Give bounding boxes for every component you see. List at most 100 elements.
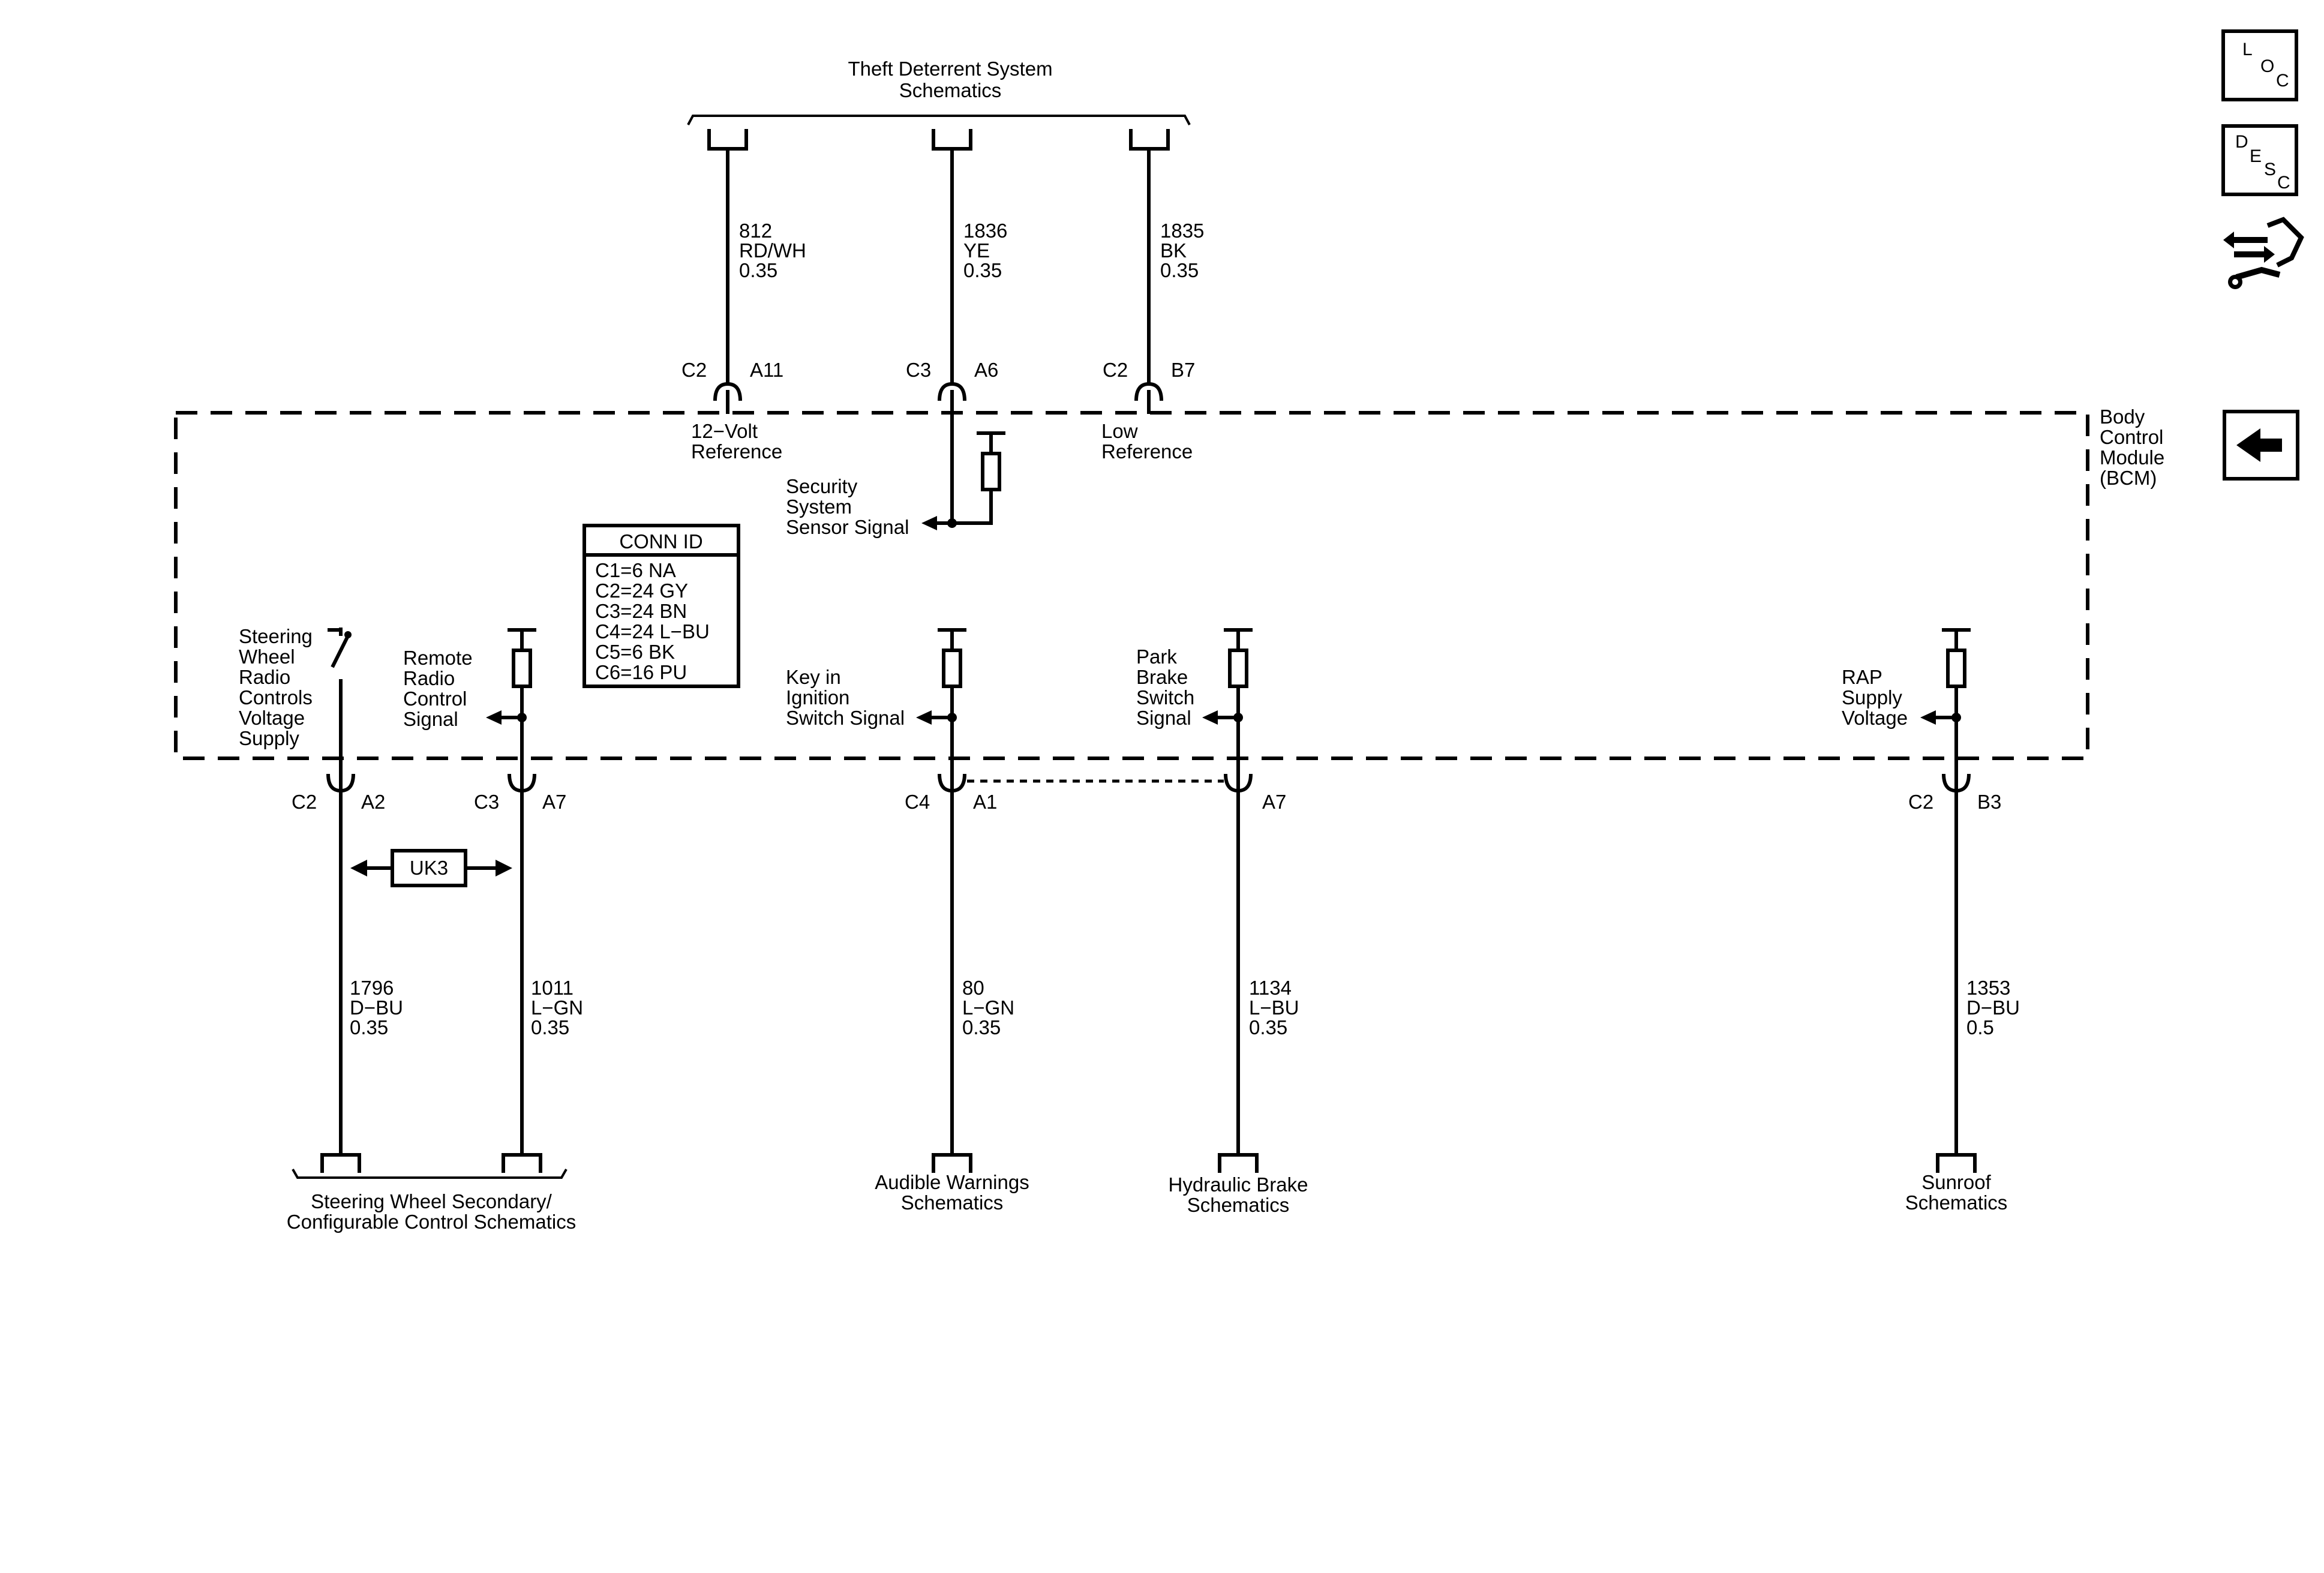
park-brake-switch-circuit: Park Brake Switch Signal <box>1136 628 1253 774</box>
bottom-wire-80: C4 A1 80 L−GN 0.35 <box>905 773 1014 1173</box>
bottom-wire-1134: A7 1134 L−BU 0.35 <box>1218 773 1299 1173</box>
conn-id-row: C6=16 PU <box>595 661 687 683</box>
desc-letter-s: S <box>2264 160 2276 179</box>
wire-gauge: 0.35 <box>962 1016 1001 1038</box>
circuit-number: 1796 <box>350 977 394 999</box>
conn-id-row: C2=24 GY <box>595 580 688 602</box>
destination-sunroof: Sunroof Schematics <box>1905 1171 2008 1214</box>
junction-dot <box>947 518 957 528</box>
junction-dot <box>1951 713 1961 722</box>
theft-deterrent-header: Theft Deterrent System Schematics <box>687 58 1191 151</box>
theft-terminal-2 <box>932 129 972 151</box>
wire-color: D−BU <box>1966 996 2020 1019</box>
back-arrow-icon <box>2236 428 2282 462</box>
desc-letter-d: D <box>2235 132 2248 152</box>
security-sensor-circuit: Security System Sensor Signal <box>786 431 1005 538</box>
function-label-2: Reference <box>1101 440 1193 463</box>
module-label-1: Body <box>2100 406 2145 428</box>
theft-title-line-2: Schematics <box>899 79 1002 101</box>
remote-radio-control-circuit: Remote Radio Control Signal <box>403 628 536 774</box>
signal-label-3: Switch <box>1136 686 1194 709</box>
conn-id-row: C1=6 NA <box>595 559 676 581</box>
conn-id-title: CONN ID <box>619 530 702 553</box>
destination-bracket <box>292 1169 568 1179</box>
destination-label-1: Steering Wheel Secondary/ <box>311 1190 553 1212</box>
loc-button-frame <box>2221 29 2298 101</box>
signal-label-1: Remote <box>403 647 473 669</box>
module-label-2: Control <box>2100 426 2163 448</box>
function-label-1: 12−Volt <box>691 420 758 442</box>
destination-steering-wheel: Steering Wheel Secondary/ Configurable C… <box>287 1169 576 1233</box>
conn-id-row: C5=6 BK <box>595 641 675 663</box>
loc-button[interactable]: L O C <box>2221 29 2298 101</box>
signal-label-3: Radio <box>239 666 290 688</box>
pin-id: A7 <box>542 791 566 813</box>
terminal <box>320 1153 361 1173</box>
bcm-label: Body Control Module (BCM) <box>2100 406 2164 489</box>
signal-label-3: Switch Signal <box>786 707 905 729</box>
desc-button-frame <box>2221 124 2298 196</box>
pullup-resistor <box>1228 649 1248 688</box>
function-label-2: Reference <box>691 440 782 463</box>
desc-letter-e: E <box>2250 146 2262 166</box>
signal-label-4: Signal <box>1136 707 1191 729</box>
rap-supply-voltage-circuit: RAP Supply Voltage <box>1842 628 1971 774</box>
theft-terminal-1 <box>707 129 748 151</box>
conn-id-table: CONN ID C1=6 NA C2=24 GY C3=24 BN C4=24 … <box>582 524 740 688</box>
wire-color: RD/WH <box>739 239 806 262</box>
sensor-signal-line <box>937 490 993 525</box>
signal-label-3: Voltage <box>1842 707 1908 729</box>
signal-label-6: Supply <box>239 727 299 749</box>
pin-id: A2 <box>361 791 385 813</box>
connector-tools-button[interactable] <box>2223 217 2304 289</box>
wire-gauge: 0.35 <box>1249 1016 1287 1038</box>
circuit-number: 1836 <box>963 220 1007 242</box>
desc-button[interactable]: D E S C <box>2221 124 2298 196</box>
theft-title-line-1: Theft Deterrent System <box>848 58 1052 80</box>
circuit-number: 1835 <box>1160 220 1204 242</box>
bcm-module-boundary <box>174 411 2089 760</box>
wire-color: L−BU <box>1249 996 1299 1019</box>
signal-label-3: Control <box>403 688 467 710</box>
signal-label-4: Signal <box>403 708 458 730</box>
theft-terminal-3 <box>1129 129 1170 151</box>
terminal <box>1218 1153 1259 1173</box>
destination-label-1: Hydraulic Brake <box>1169 1173 1308 1196</box>
signal-label-1: Key in <box>786 666 841 688</box>
wire-gauge: 0.5 <box>1966 1016 1994 1038</box>
pullup-resistor <box>981 452 1001 491</box>
wire-gauge: 0.35 <box>350 1016 388 1038</box>
signal-label-2: Ignition <box>786 686 849 709</box>
destination-label-1: Sunroof <box>1921 1171 1991 1193</box>
pin-id: A7 <box>1262 791 1286 813</box>
signal-arrow <box>921 516 937 530</box>
connector-id: C3 <box>906 359 931 381</box>
uk3-splice: UK3 <box>350 849 512 887</box>
connector-id: C2 <box>1908 791 1933 813</box>
connector-symbol <box>713 382 742 401</box>
destination-label-2: Configurable Control Schematics <box>287 1211 576 1233</box>
connector-id: C4 <box>905 791 930 813</box>
signal-label-2: Wheel <box>239 646 295 668</box>
signal-label-1: RAP <box>1842 666 1882 688</box>
function-label-1: Low <box>1101 420 1138 442</box>
loc-letter-l: L <box>2242 40 2253 59</box>
back-button[interactable] <box>2223 410 2299 481</box>
uk3-right-arrow <box>496 860 512 876</box>
signal-arrow <box>916 710 932 725</box>
signal-label-1: Park <box>1136 646 1177 668</box>
wire-color: YE <box>963 239 990 262</box>
wire-gauge: 0.35 <box>963 259 1002 281</box>
terminal <box>1936 1153 1977 1173</box>
circuit-number: 1011 <box>531 977 574 999</box>
security-label-3: Sensor Signal <box>786 516 909 538</box>
bottom-wire-1011: C3 A7 1011 L−GN 0.35 <box>474 773 583 1173</box>
signal-arrow <box>486 710 502 725</box>
destination-label-2: Schematics <box>1905 1191 2008 1214</box>
circuit-number: 80 <box>962 977 984 999</box>
wire-color: L−GN <box>531 996 583 1019</box>
pin-id: A1 <box>973 791 997 813</box>
junction-dot <box>517 713 527 722</box>
uk3-left-arrow <box>350 860 367 876</box>
